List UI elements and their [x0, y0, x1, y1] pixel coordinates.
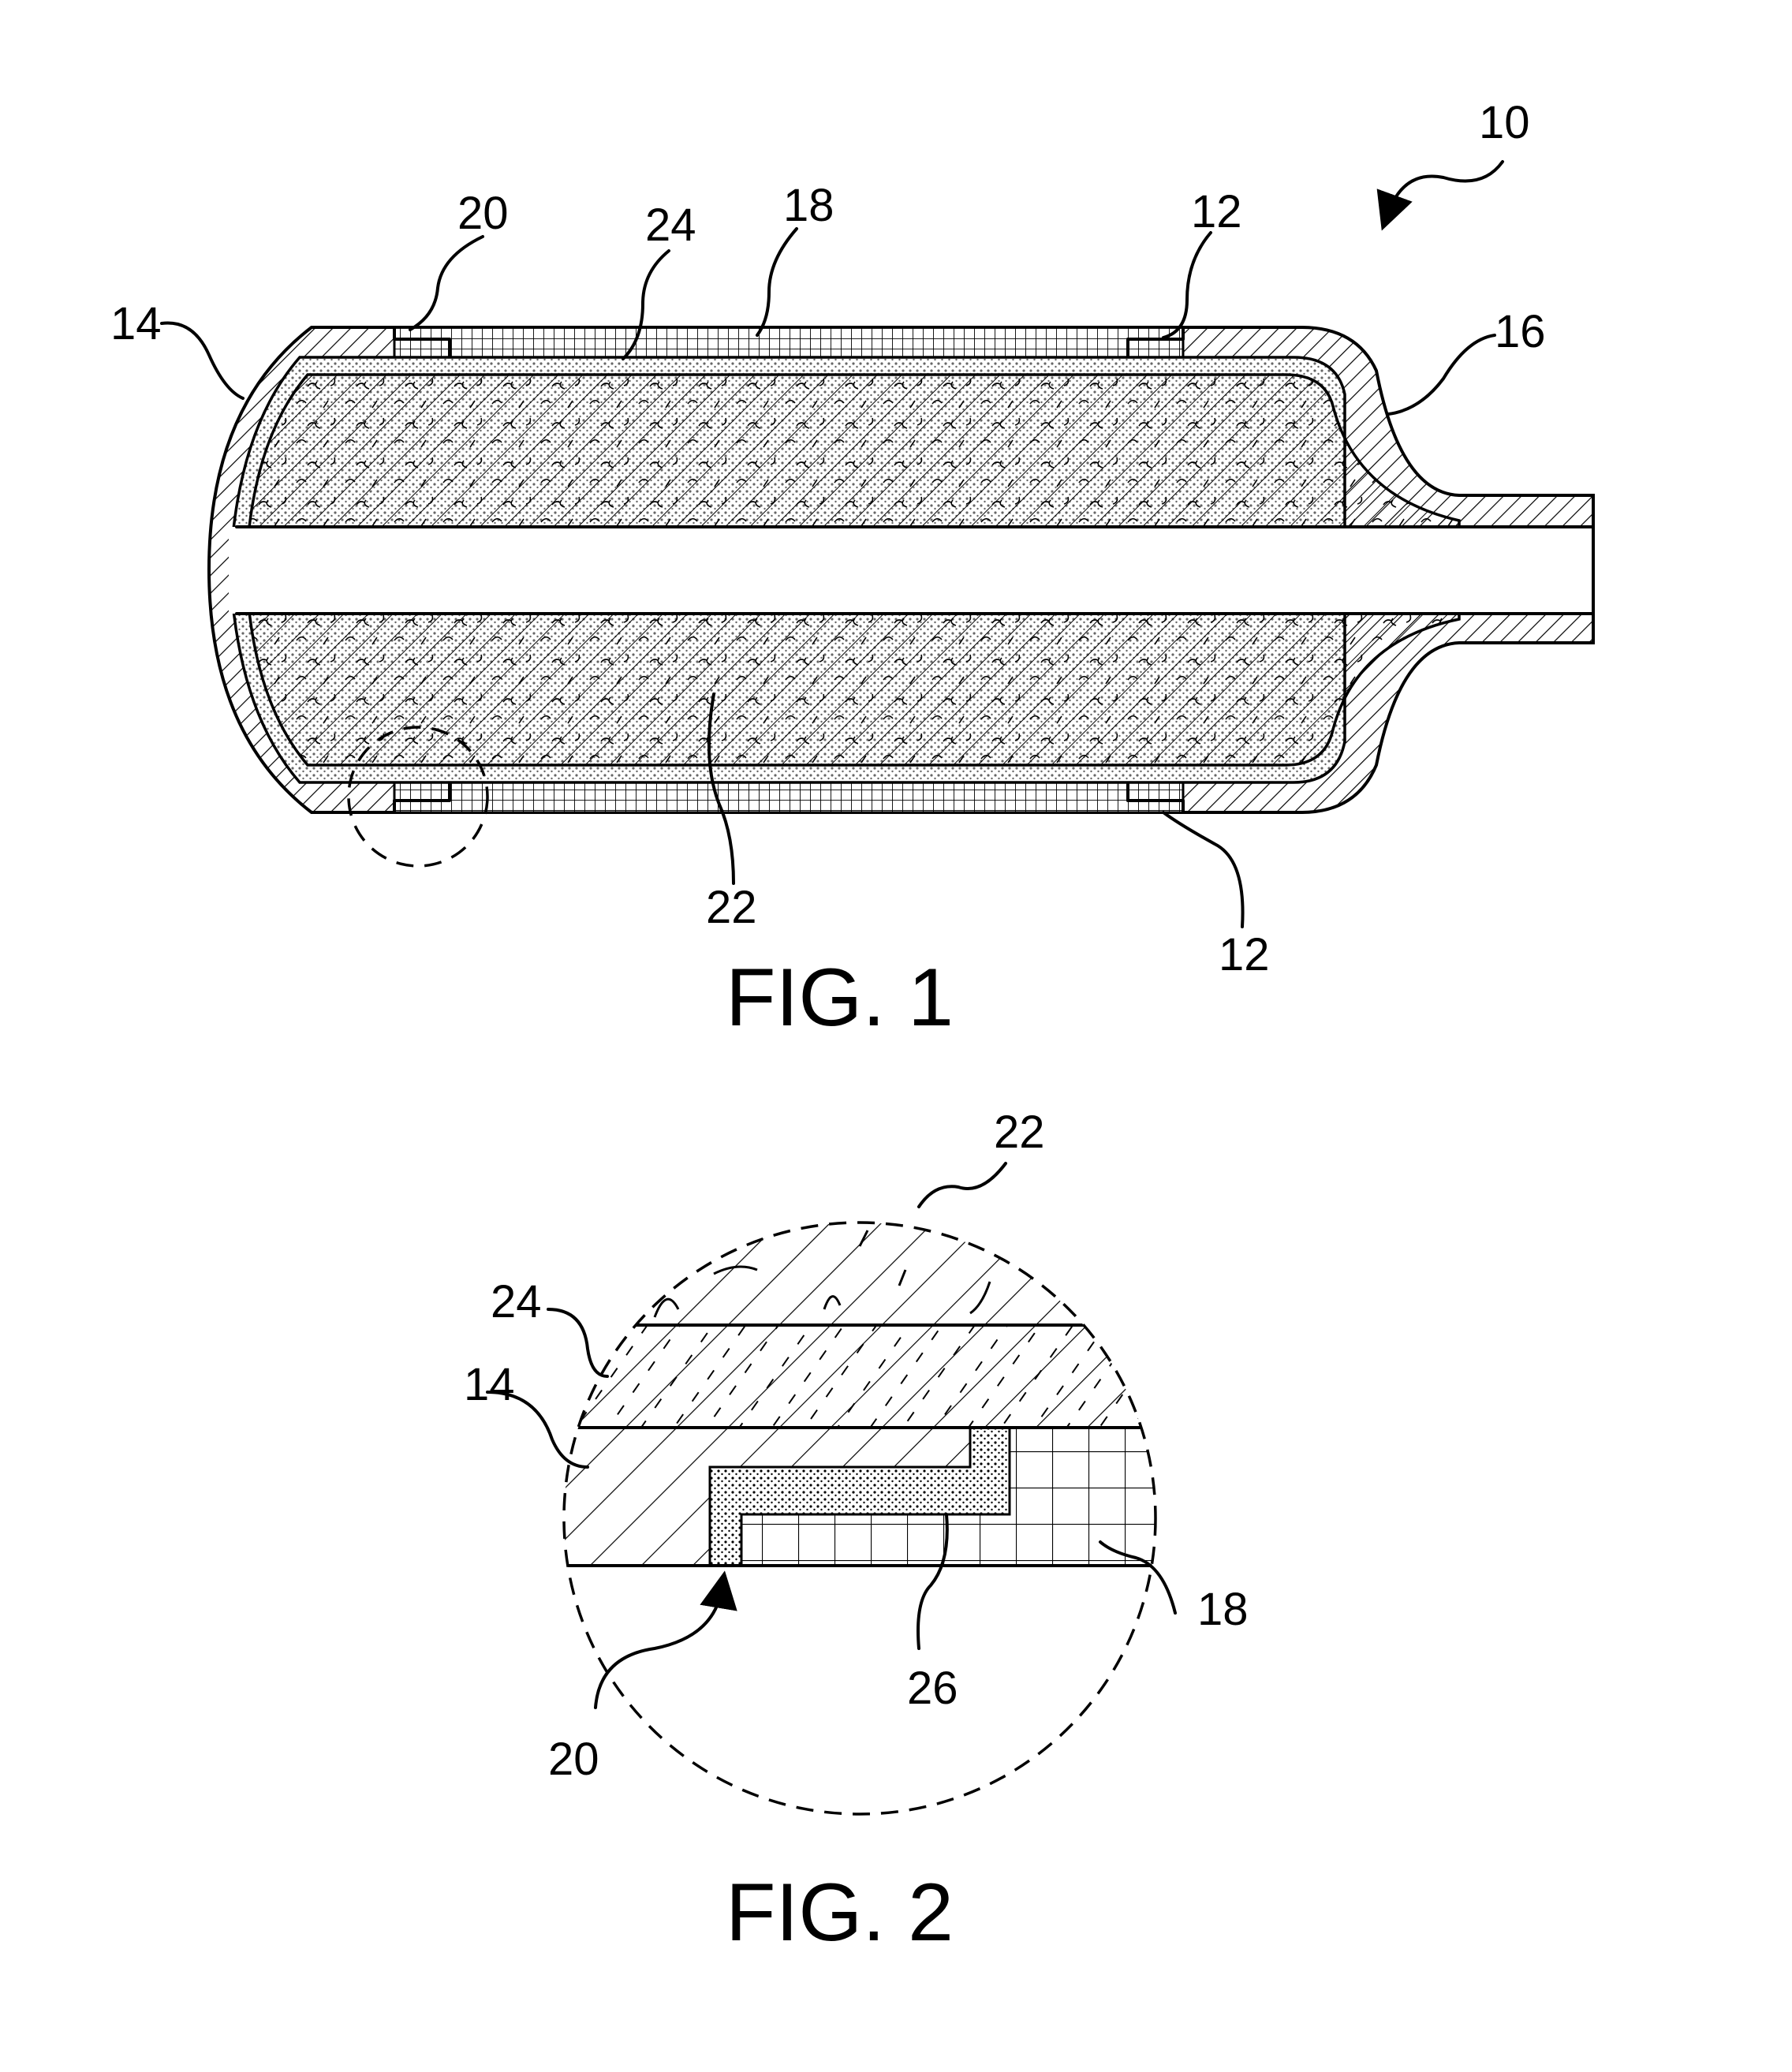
ref-20-fig2: 20: [548, 1734, 599, 1785]
ref-14-fig2: 14: [464, 1359, 515, 1410]
fig1-vessel-cross-section: [209, 327, 1593, 866]
ref-12-bottom: 12: [1219, 929, 1270, 980]
ref-10: 10: [1479, 97, 1530, 148]
fig2-detail-view: [552, 1215, 1183, 1814]
ref-16: 16: [1495, 306, 1546, 357]
ref-12-top: 12: [1191, 186, 1242, 237]
ref-24-fig2: 24: [491, 1276, 542, 1327]
ref-18-fig1: 18: [783, 180, 834, 231]
fig1-caption: FIG. 1: [726, 952, 954, 1043]
ref-22-fig2: 22: [994, 1107, 1045, 1158]
ref-22-fig1: 22: [706, 882, 757, 933]
ref-20-fig1: 20: [457, 188, 509, 239]
ref-18-fig2: 18: [1197, 1584, 1249, 1635]
ref-24-fig1: 24: [645, 200, 696, 251]
fig2-caption: FIG. 2: [726, 1867, 954, 1958]
ref-14-fig1: 14: [110, 298, 162, 349]
ref-26: 26: [907, 1663, 958, 1714]
central-bore: [229, 527, 1593, 614]
